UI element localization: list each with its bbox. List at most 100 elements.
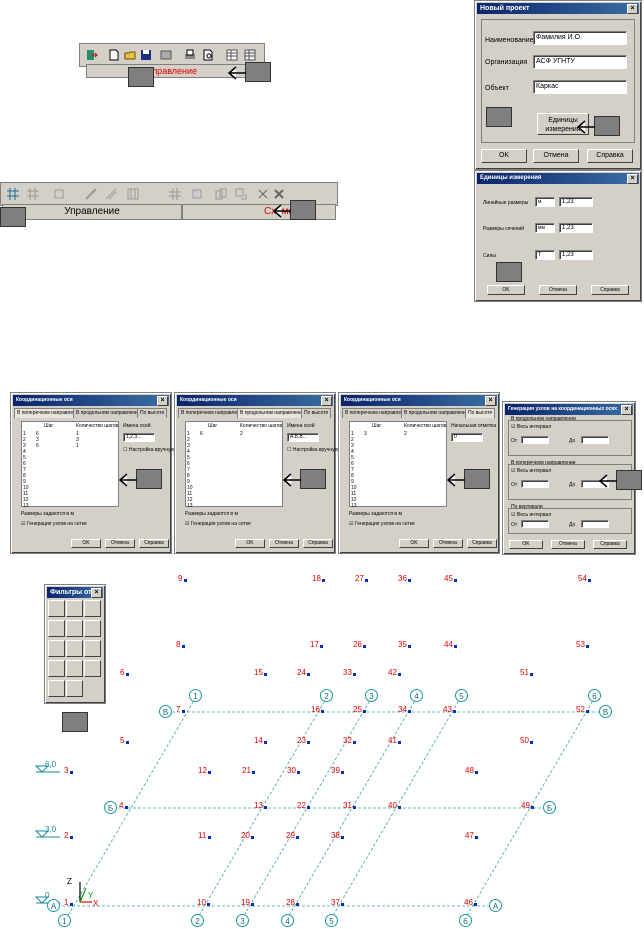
ok-button[interactable]: OK	[509, 540, 543, 549]
manual-checkbox[interactable]: ☐ Настройка вручную	[287, 447, 339, 453]
move-icon[interactable]	[235, 188, 247, 200]
tab-management-2[interactable]: Управление	[2, 204, 182, 220]
from-field[interactable]	[521, 480, 549, 488]
node-point[interactable]	[126, 673, 129, 676]
object-field[interactable]: Каркас	[533, 80, 627, 94]
node-point[interactable]	[454, 645, 457, 648]
from-field[interactable]	[521, 436, 549, 444]
node-point[interactable]	[70, 903, 73, 906]
unit-select[interactable]: мм	[535, 223, 555, 233]
node-point[interactable]	[208, 771, 211, 774]
step-cell[interactable]: 6	[36, 443, 39, 449]
node-point[interactable]	[182, 645, 185, 648]
node-point[interactable]	[251, 903, 254, 906]
node-point[interactable]	[398, 806, 401, 809]
node-point[interactable]	[296, 903, 299, 906]
cancel-button[interactable]: Отмена	[105, 539, 135, 548]
node-point[interactable]	[475, 836, 478, 839]
node-point[interactable]	[264, 673, 267, 676]
names-field[interactable]: 1,2,3...	[123, 433, 155, 442]
node-icon[interactable]	[53, 188, 65, 200]
node-point[interactable]	[408, 710, 411, 713]
node-point[interactable]	[341, 771, 344, 774]
generate-nodes-checkbox[interactable]: ☑ Генерация узлов на сетке	[349, 521, 415, 527]
precision-field[interactable]: 1,23	[559, 250, 593, 260]
scissors-icon[interactable]	[257, 188, 269, 200]
properties-icon[interactable]	[160, 49, 172, 61]
ok-button[interactable]: OK	[399, 539, 429, 548]
to-field[interactable]	[581, 480, 609, 488]
node-point[interactable]	[322, 579, 325, 582]
delete-icon[interactable]	[273, 188, 285, 200]
from-field[interactable]	[521, 520, 549, 528]
precision-field[interactable]: 1,23	[559, 223, 593, 233]
node-point[interactable]	[320, 645, 323, 648]
node-point[interactable]	[341, 903, 344, 906]
node-point[interactable]	[353, 806, 356, 809]
count-cell[interactable]: 3	[76, 437, 79, 443]
generate-nodes-checkbox[interactable]: ☑ Генерация узлов на сетке	[185, 521, 251, 527]
help-button[interactable]: Справка	[587, 149, 633, 163]
close-icon[interactable]: ×	[621, 405, 632, 415]
close-icon[interactable]: ×	[485, 396, 496, 406]
name-field[interactable]: Фамилия И.О.	[533, 31, 627, 45]
help-button[interactable]: Справка	[303, 539, 333, 548]
filter-brush-icon[interactable]	[84, 660, 101, 677]
help-button[interactable]: Справка	[139, 539, 169, 548]
node-point[interactable]	[530, 741, 533, 744]
close-icon[interactable]: ×	[627, 4, 638, 14]
to-field[interactable]	[581, 436, 609, 444]
node-point[interactable]	[125, 806, 128, 809]
node-point[interactable]	[207, 903, 210, 906]
step-cell[interactable]: 3	[364, 431, 367, 437]
node-point[interactable]	[453, 710, 456, 713]
tab-direction[interactable]: В продольном направлении	[401, 408, 472, 418]
filter-nodes-icon[interactable]	[48, 600, 65, 617]
step-cell[interactable]: 3	[36, 437, 39, 443]
step-cell[interactable]: 6	[200, 431, 203, 437]
filter-bars-icon[interactable]	[66, 600, 83, 617]
node-point[interactable]	[353, 741, 356, 744]
node-point[interactable]	[341, 836, 344, 839]
save-icon[interactable]	[140, 49, 152, 61]
node-point[interactable]	[264, 806, 267, 809]
filter-check-icon[interactable]	[84, 620, 101, 637]
node-point[interactable]	[363, 645, 366, 648]
all-interval-checkbox[interactable]: ☑ Весь интервал	[511, 512, 552, 518]
step-cell[interactable]: 6	[36, 431, 39, 437]
names-field[interactable]: А,Б,В...	[287, 433, 319, 442]
filter-clip-icon[interactable]	[66, 680, 83, 697]
print-icon[interactable]	[184, 49, 196, 61]
tab-direction[interactable]: В продольном направлении	[73, 408, 144, 418]
count-cell[interactable]: 1	[76, 443, 79, 449]
all-interval-checkbox[interactable]: ☑ Весь интервал	[511, 468, 552, 474]
tab-direction[interactable]: В продольном направлении	[237, 408, 308, 418]
node-point[interactable]	[475, 771, 478, 774]
units-button[interactable]: Единицы измерения	[537, 113, 589, 135]
cancel-button[interactable]: Отмена	[539, 285, 577, 295]
node-point[interactable]	[408, 579, 411, 582]
node-point[interactable]	[586, 710, 589, 713]
organization-field[interactable]: АСФ УГНТУ	[533, 55, 627, 69]
filter-select-icon[interactable]	[48, 620, 65, 637]
filter-elements-icon[interactable]	[48, 660, 65, 677]
cancel-button[interactable]: Отмена	[433, 539, 463, 548]
unit-select[interactable]: Т	[535, 250, 555, 260]
filter-angle-icon[interactable]	[84, 600, 101, 617]
close-icon[interactable]: ×	[91, 588, 102, 598]
unit-select[interactable]: м	[535, 197, 555, 207]
copy-icon[interactable]	[215, 188, 227, 200]
filter-cross-icon[interactable]	[66, 620, 83, 637]
node-point[interactable]	[474, 903, 477, 906]
filter-lines-icon[interactable]	[48, 640, 65, 657]
ok-button[interactable]: OK	[71, 539, 101, 548]
node-point[interactable]	[70, 771, 73, 774]
count-cell[interactable]: 2	[240, 431, 243, 437]
cancel-button[interactable]: Отмена	[551, 540, 585, 549]
ok-button[interactable]: OK	[481, 149, 527, 163]
table-edit-icon[interactable]	[244, 49, 256, 61]
count-cell[interactable]: 1	[76, 431, 79, 437]
close-icon[interactable]: ×	[157, 396, 168, 406]
close-icon[interactable]: ×	[321, 396, 332, 406]
mesh-icon[interactable]	[169, 188, 181, 200]
